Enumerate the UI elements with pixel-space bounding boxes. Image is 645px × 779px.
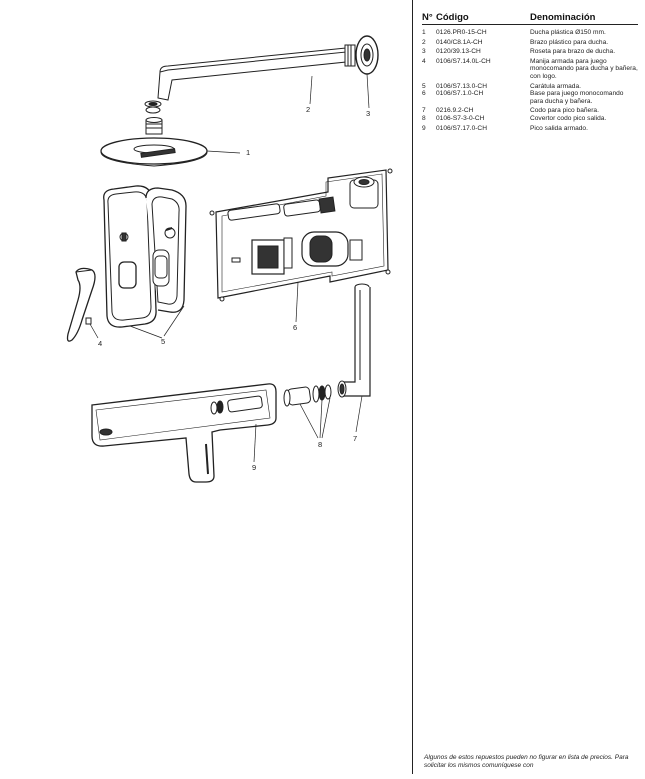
exploded-view-drawing: 1 2 3 4 5 6 7 8 9 [66,35,393,483]
table-row: 2 0140/C8.1A-CH Brazo plástico para duch… [422,37,638,47]
callout-2: 2 [306,105,310,114]
row-num: 8 [422,114,426,122]
row-name: Manija armada para juego monocomando par… [530,57,638,80]
row-num: 3 [422,48,426,56]
row-code: 0140/C8.1A-CH [436,38,483,46]
table-row: 5 0106/S7.13.0-CH Carátula armada. [422,81,638,91]
row-num: 1 [422,29,426,36]
callout-3: 3 [366,109,370,118]
row-num: 2 [422,38,426,46]
row-code: 0106/S7.17.0-CH [436,124,487,132]
table-row: 7 0216.9.2-CH Codo para pico bañera. [422,105,638,115]
header-code: Código [436,12,530,25]
table-row: 3 0120/39.13-CH Roseta para brazo de duc… [422,46,638,56]
row-num: 9 [422,124,426,132]
spout-drawing [91,383,277,483]
row-code: 0106/S7.14.0L-CH [436,57,491,65]
header-num: N° [422,12,436,25]
table-row: 1 0126.PR0-15-CH Ducha plástica Ø150 mm. [422,25,638,37]
callout-8: 8 [318,440,322,449]
row-code: 0216.9.2-CH [436,107,474,115]
callout-5: 5 [161,337,165,346]
table-row: 4 0106/S7.14.0L-CH Manija armada para ju… [422,56,638,81]
callout-9: 9 [252,463,256,472]
row-name: Carátula armada. [530,82,581,90]
valve-body-drawing [209,168,393,302]
row-name: Pico salida armado. [530,124,588,132]
row-num: 4 [422,57,426,65]
callout-4: 4 [98,339,102,348]
row-name: Brazo plástico para ducha. [530,38,609,46]
parts-table: N° Código Denominación 1 0126.PR0-15-CH … [422,12,638,132]
elbow-pipe-drawing [337,283,371,398]
row-code: 0106/S7.13.0-CH [436,82,487,90]
row-num: 6 [422,90,426,98]
callout-1: 1 [246,148,250,157]
panel-divider [412,0,413,774]
shower-head-drawing [100,117,208,167]
row-code: 0106/S7.1.0-CH [436,90,484,98]
row-name: Codo para pico bañera. [530,107,599,115]
row-code: 0106-S7-3-0-CH [436,114,485,122]
row-name: Roseta para brazo de ducha. [530,48,616,56]
row-code: 0120/39.13-CH [436,48,481,56]
lever-handle-drawing [66,267,96,342]
table-row: 9 0106/S7.17.0-CH Pico salida armado. [422,123,638,133]
footnote: Algunos de estos repuestos pueden no fig… [424,754,629,769]
table-row: 8 0106-S7-3-0-CH Covertor codo pico sali… [422,115,638,123]
table-row: 6 0106/S7.1.0-CH Base para juego monocom… [422,90,638,105]
parts-list-panel: N° Código Denominación 1 0126.PR0-15-CH … [414,0,645,774]
row-num: 5 [422,82,426,90]
callout-7: 7 [353,434,357,443]
cover-plate-drawing [103,185,187,328]
row-num: 7 [422,107,426,115]
row-code: 0126.PR0-15-CH [436,29,487,36]
parts-table-header: N° Código Denominación [422,12,638,25]
row-name: Ducha plástica Ø150 mm. [530,29,606,36]
rosette-drawing [355,35,379,75]
callout-6: 6 [293,323,297,332]
leader-lines [89,73,370,463]
header-name: Denominación [530,12,638,25]
row-name: Covertor codo pico salida. [530,114,607,122]
row-name: Base para juego monocomando para ducha y… [530,90,624,105]
fitting-parts-drawing [283,384,332,407]
shower-arm-drawing [144,44,356,114]
